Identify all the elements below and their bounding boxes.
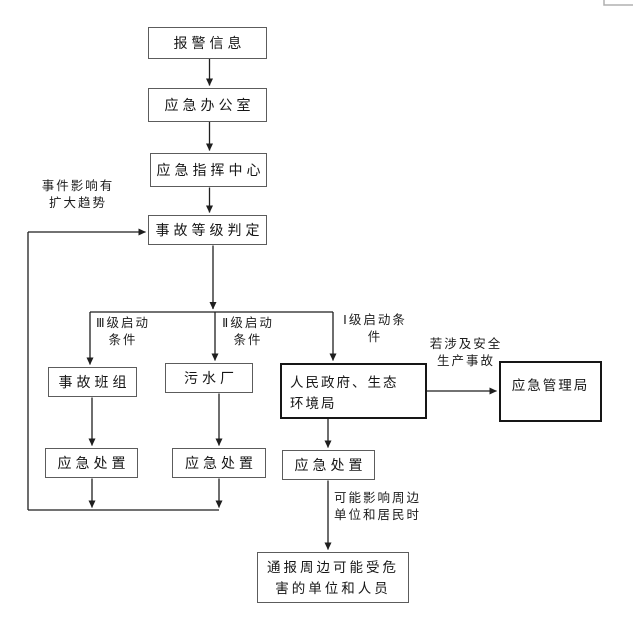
label-safety-accident-condition: 若涉及安全 生产事故 <box>429 337 503 368</box>
node-emergency-office: 应急办公室 <box>148 88 267 122</box>
node-disposal-plant: 应急处置 <box>172 448 266 478</box>
label-level2-condition: Ⅱ级启动 条件 <box>222 316 274 347</box>
label-affect-nearby-condition: 可能影响周边 单位和居民时 <box>334 491 422 522</box>
node-accident-team: 事故班组 <box>48 367 137 397</box>
node-alarm-info: 报警信息 <box>148 27 267 59</box>
node-notify-surroundings: 通报周边可能受危害的单位和人员 <box>257 552 409 603</box>
label-expanding-trend: 事件影响有 扩大趋势 <box>41 179 115 210</box>
node-emergency-management-bureau: 应急管理局 <box>499 361 602 422</box>
node-grade-judgement: 事故等级判定 <box>148 215 267 245</box>
page-corner-mark <box>603 0 633 6</box>
node-government-eco-bureau: 人民政府、生态环境局 <box>280 363 427 419</box>
node-sewage-plant: 污水厂 <box>165 363 253 393</box>
node-command-center: 应急指挥中心 <box>150 153 267 187</box>
node-disposal-gov: 应急处置 <box>282 450 375 480</box>
node-disposal-team: 应急处置 <box>45 448 138 478</box>
label-level1-condition: Ⅰ级启动条 件 <box>343 313 407 344</box>
label-level3-condition: Ⅲ级启动 条件 <box>95 316 151 347</box>
